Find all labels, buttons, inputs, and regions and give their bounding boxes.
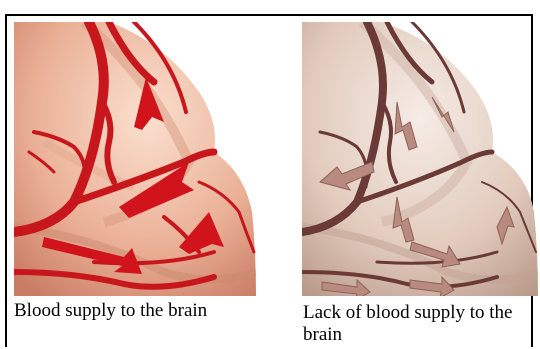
brain-surface-healthy (14, 22, 256, 296)
caption-lack-of-blood-supply: Lack of blood supply to the brain (303, 302, 539, 346)
caption-blood-supply: Blood supply to the brain (14, 300, 274, 322)
illustration-blood-supply (14, 22, 256, 296)
brain-surface-deprived (302, 22, 538, 296)
illustration-lack-of-blood-supply (302, 22, 538, 296)
